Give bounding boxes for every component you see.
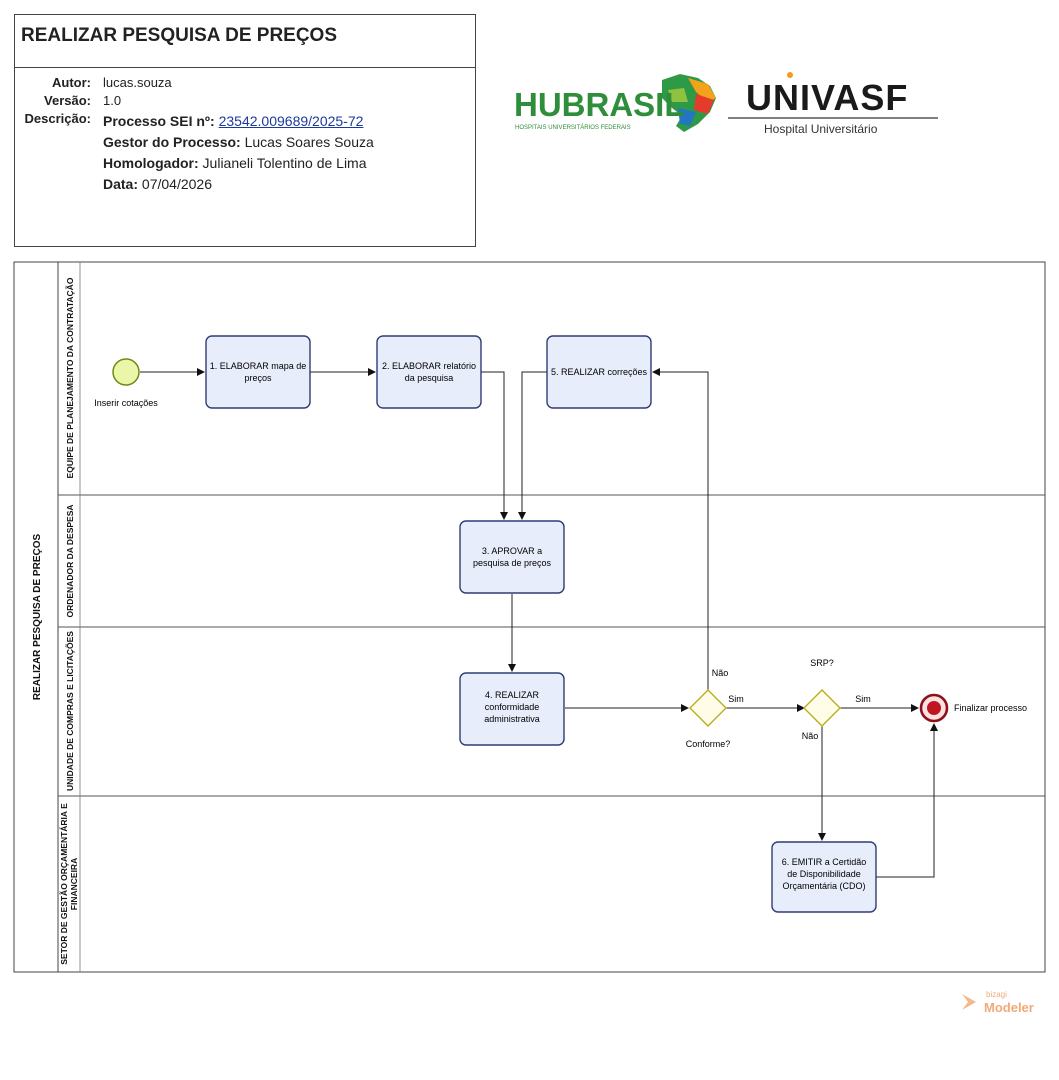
date-line: Data: 07/04/2026 xyxy=(103,176,212,192)
approver-value: Julianeli Tolentino de Lima xyxy=(202,155,367,171)
process-number-link[interactable]: 23542.009689/2025-72 xyxy=(218,113,364,129)
flow-g1-no-to-t5 xyxy=(652,368,709,690)
gateway-srp[interactable] xyxy=(803,689,841,727)
pool-frame xyxy=(13,261,1046,973)
bizagi-branding: bizagi Modeler xyxy=(960,988,1046,1027)
hubrasil-wordmark: HUBRASIL xyxy=(514,86,685,123)
date-label: Data: xyxy=(103,176,139,192)
bizagi-logo-icon xyxy=(962,994,976,1010)
task-label-line: conformidade xyxy=(485,702,540,712)
brazil-map-icon xyxy=(662,74,716,132)
header-divider xyxy=(15,67,475,68)
flow-t5-to-t3 xyxy=(518,371,547,520)
bizagi-big-text: Modeler xyxy=(984,1000,1034,1015)
manager-value: Lucas Soares Souza xyxy=(244,134,374,150)
task-label-line: preços xyxy=(244,373,272,383)
task-emitir-cdo[interactable]: 6. EMITIR a Certidão de Disponibilidade … xyxy=(771,841,877,913)
task-label-line: 2. ELABORAR relatório xyxy=(382,361,476,371)
process-label: Processo SEI nº: xyxy=(103,113,215,129)
gateway-srp-label: SRP? xyxy=(810,658,834,668)
task-label-line: 5. REALIZAR correções xyxy=(551,367,648,377)
approver-line: Homologador: Julianeli Tolentino de Lima xyxy=(103,155,367,171)
hubrasil-subtitle: HOSPITAIS UNIVERSITÁRIOS FEDERAIS xyxy=(515,124,631,131)
flow-t2-to-t3 xyxy=(481,371,508,520)
pool-title: REALIZAR PESQUISA DE PREÇOS xyxy=(32,534,43,701)
gateway-conforme[interactable] xyxy=(689,689,727,727)
lane-title-planejamento: EQUIPE DE PLANEJAMENTO DA CONTRATAÇÃO xyxy=(65,277,75,478)
gateway-srp-no-label: Não xyxy=(802,731,819,741)
gateway-conforme-no-label: Não xyxy=(712,668,729,678)
hubrasil-logo: HUBRASIL HOSPITAIS UNIVERSITÁRIOS FEDERA… xyxy=(512,72,718,141)
date-value: 07/04/2026 xyxy=(141,176,212,192)
task-label-line: administrativa xyxy=(484,714,540,724)
gateway-conforme-label: Conforme? xyxy=(686,739,731,749)
author-label: Autor: xyxy=(52,75,91,90)
sequence-flows xyxy=(140,368,938,878)
task-label-line: pesquisa de preços xyxy=(473,558,552,568)
process-line: Processo SEI nº: 23542.009689/2025-72 xyxy=(103,113,363,129)
orange-dot-icon xyxy=(787,72,793,78)
univasf-wordmark: UNIVASF xyxy=(746,77,908,118)
lane-title-compras: UNIDADE DE COMPRAS E LICITAÇÕES xyxy=(65,631,75,791)
task-realizar-conformidade[interactable]: 4. REALIZAR conformidade administrativa xyxy=(459,672,565,746)
task-label-line: de Disponibilidade xyxy=(787,869,861,879)
task-label-line: da pesquisa xyxy=(405,373,454,383)
flow-t6-to-end xyxy=(876,723,938,878)
bizagi-small-text: bizagi xyxy=(986,990,1007,999)
version-value: 1.0 xyxy=(103,93,122,108)
task-label-line: 4. REALIZAR xyxy=(485,690,540,700)
gateway-srp-yes-label: Sim xyxy=(855,694,871,704)
description-label: Descrição: xyxy=(24,111,91,126)
task-label-line: 3. APROVAR a xyxy=(482,546,542,556)
author-value: lucas.souza xyxy=(103,75,172,90)
lane-title-orcamentaria-line1: SETOR DE GESTÃO ORÇAMENTÁRIA E xyxy=(59,803,69,965)
univasf-subtitle: Hospital Universitário xyxy=(764,122,878,136)
task-label-line: Orçamentária (CDO) xyxy=(782,881,865,891)
start-event[interactable] xyxy=(112,358,140,386)
task-realizar-correcoes[interactable]: 5. REALIZAR correções xyxy=(546,335,652,409)
version-label: Versão: xyxy=(44,93,91,108)
lane-title-ordenador: ORDENADOR DA DESPESA xyxy=(65,504,75,617)
task-label-line: 6. EMITIR a Certidão xyxy=(782,857,867,867)
approver-label: Homologador: xyxy=(103,155,199,171)
end-event[interactable] xyxy=(919,693,949,723)
start-event-label: Inserir cotações xyxy=(94,398,158,408)
manager-label: Gestor do Processo: xyxy=(103,134,241,150)
lane-title-orcamentaria-line2: FINANCEIRA xyxy=(69,858,79,910)
task-elaborar-relatorio[interactable]: 2. ELABORAR relatório da pesquisa xyxy=(376,335,482,409)
document-title: REALIZAR PESQUISA DE PREÇOS xyxy=(21,25,338,46)
task-label-line: 1. ELABORAR mapa de xyxy=(210,361,307,371)
document-header: REALIZAR PESQUISA DE PREÇOS Autor: lucas… xyxy=(14,14,476,247)
task-aprovar-pesquisa[interactable]: 3. APROVAR a pesquisa de preços xyxy=(459,520,565,594)
univasf-logo: UNIVASF Hospital Universitário xyxy=(728,72,940,143)
task-elaborar-mapa[interactable]: 1. ELABORAR mapa de preços xyxy=(205,335,311,409)
manager-line: Gestor do Processo: Lucas Soares Souza xyxy=(103,134,374,150)
gateway-conforme-yes-label: Sim xyxy=(728,694,744,704)
end-event-label: Finalizar processo xyxy=(954,703,1027,713)
